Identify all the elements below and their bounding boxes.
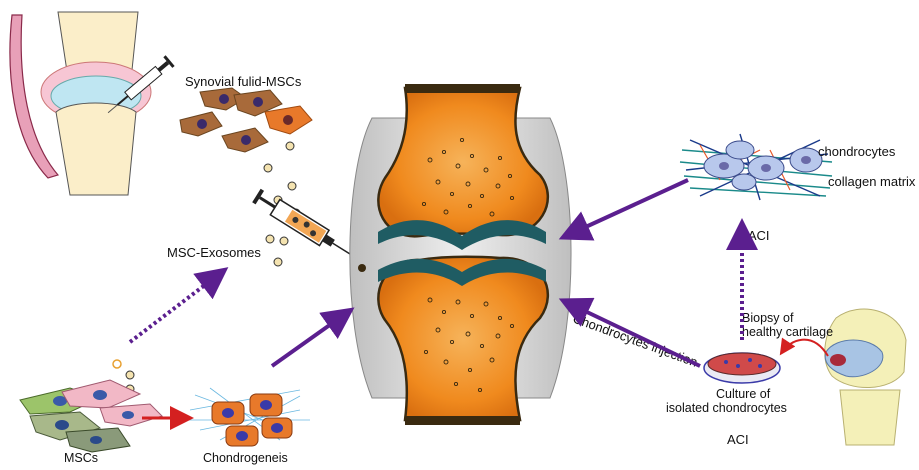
arrow-maci-to-joint: [566, 180, 688, 236]
label-biopsy-line2: healthy cartilage: [742, 325, 833, 339]
label-chondrogenesis: Chondrogeneis: [203, 451, 288, 465]
label-biopsy-line1: Biopsy of: [742, 311, 794, 325]
label-synovial-msc: Synovial fulid-MSCs: [185, 74, 302, 89]
arrow-chondrogenesis-to-joint: [272, 312, 348, 366]
maci-scaffold: [680, 134, 832, 200]
exosome-particles: [113, 142, 300, 393]
label-aci: ACI: [727, 432, 749, 447]
exosome-syringe: [252, 188, 360, 265]
arrow-biopsy-to-dish: [782, 340, 828, 356]
msc-cells: [20, 380, 162, 452]
central-joint: [350, 84, 571, 425]
label-culture-line2: isolated chondrocytes: [666, 401, 787, 415]
culture-dish: [704, 353, 780, 383]
knee-injection-illustration: [10, 12, 175, 195]
arrow-msc-to-exosomes: [130, 272, 222, 342]
label-chondrocytes-injection: Chondrocytes injection: [571, 311, 700, 370]
label-msc-exosomes: MSC-Exosomes: [167, 245, 261, 260]
label-culture-line1: Culture of: [716, 387, 771, 401]
label-chondrocytes: chondrocytes: [818, 144, 896, 159]
chondrogenesis-cells: [186, 388, 310, 446]
label-mscs: MSCs: [64, 451, 98, 465]
label-collagen-matrix: collagen matrix: [828, 174, 916, 189]
arrow-dish-to-joint: [566, 302, 700, 366]
biopsy-knee-illustration: [825, 309, 906, 445]
